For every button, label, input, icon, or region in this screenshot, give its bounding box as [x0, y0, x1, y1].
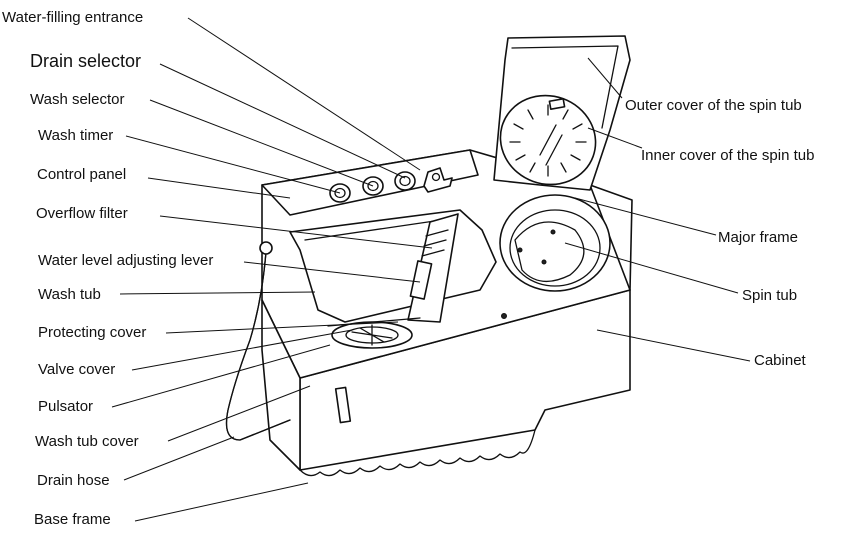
label-wash-selector: Wash selector — [30, 91, 125, 108]
label-outer-cover-spin-tub: Outer cover of the spin tub — [625, 97, 802, 114]
label-control-panel: Control panel — [37, 166, 127, 183]
label-water-level-lever: Water level adjusting lever — [38, 252, 214, 269]
label-wash-timer: Wash timer — [38, 127, 114, 144]
label-wash-tub: Wash tub — [38, 286, 101, 303]
label-inner-cover-spin-tub: Inner cover of the spin tub — [641, 147, 815, 164]
inner-cover-vents — [509, 104, 587, 177]
base-frame-part — [299, 429, 536, 477]
spin-tub-ring — [499, 194, 611, 292]
label-pulsator: Pulsator — [38, 398, 94, 415]
label-spin-tub: Spin tub — [742, 287, 798, 304]
label-valve-cover: Valve cover — [38, 361, 116, 378]
label-wash-tub-cover: Wash tub cover — [35, 433, 139, 450]
label-drain-selector: Drain selector — [30, 51, 142, 71]
spin-tub-basket — [514, 221, 585, 282]
label-protecting-cover: Protecting cover — [38, 324, 147, 341]
water-level-lever-part — [409, 260, 433, 300]
label-major-frame: Major frame — [718, 229, 799, 246]
drain-selector-knob — [394, 171, 416, 191]
label-base-frame: Base frame — [34, 511, 111, 528]
label-drain-hose: Drain hose — [37, 472, 110, 489]
label-cabinet: Cabinet — [754, 352, 806, 369]
label-overflow-filter: Overflow filter — [36, 205, 128, 222]
leader-lines — [111, 17, 751, 522]
label-water-filling-entrance: Water-filling entrance — [2, 9, 144, 26]
